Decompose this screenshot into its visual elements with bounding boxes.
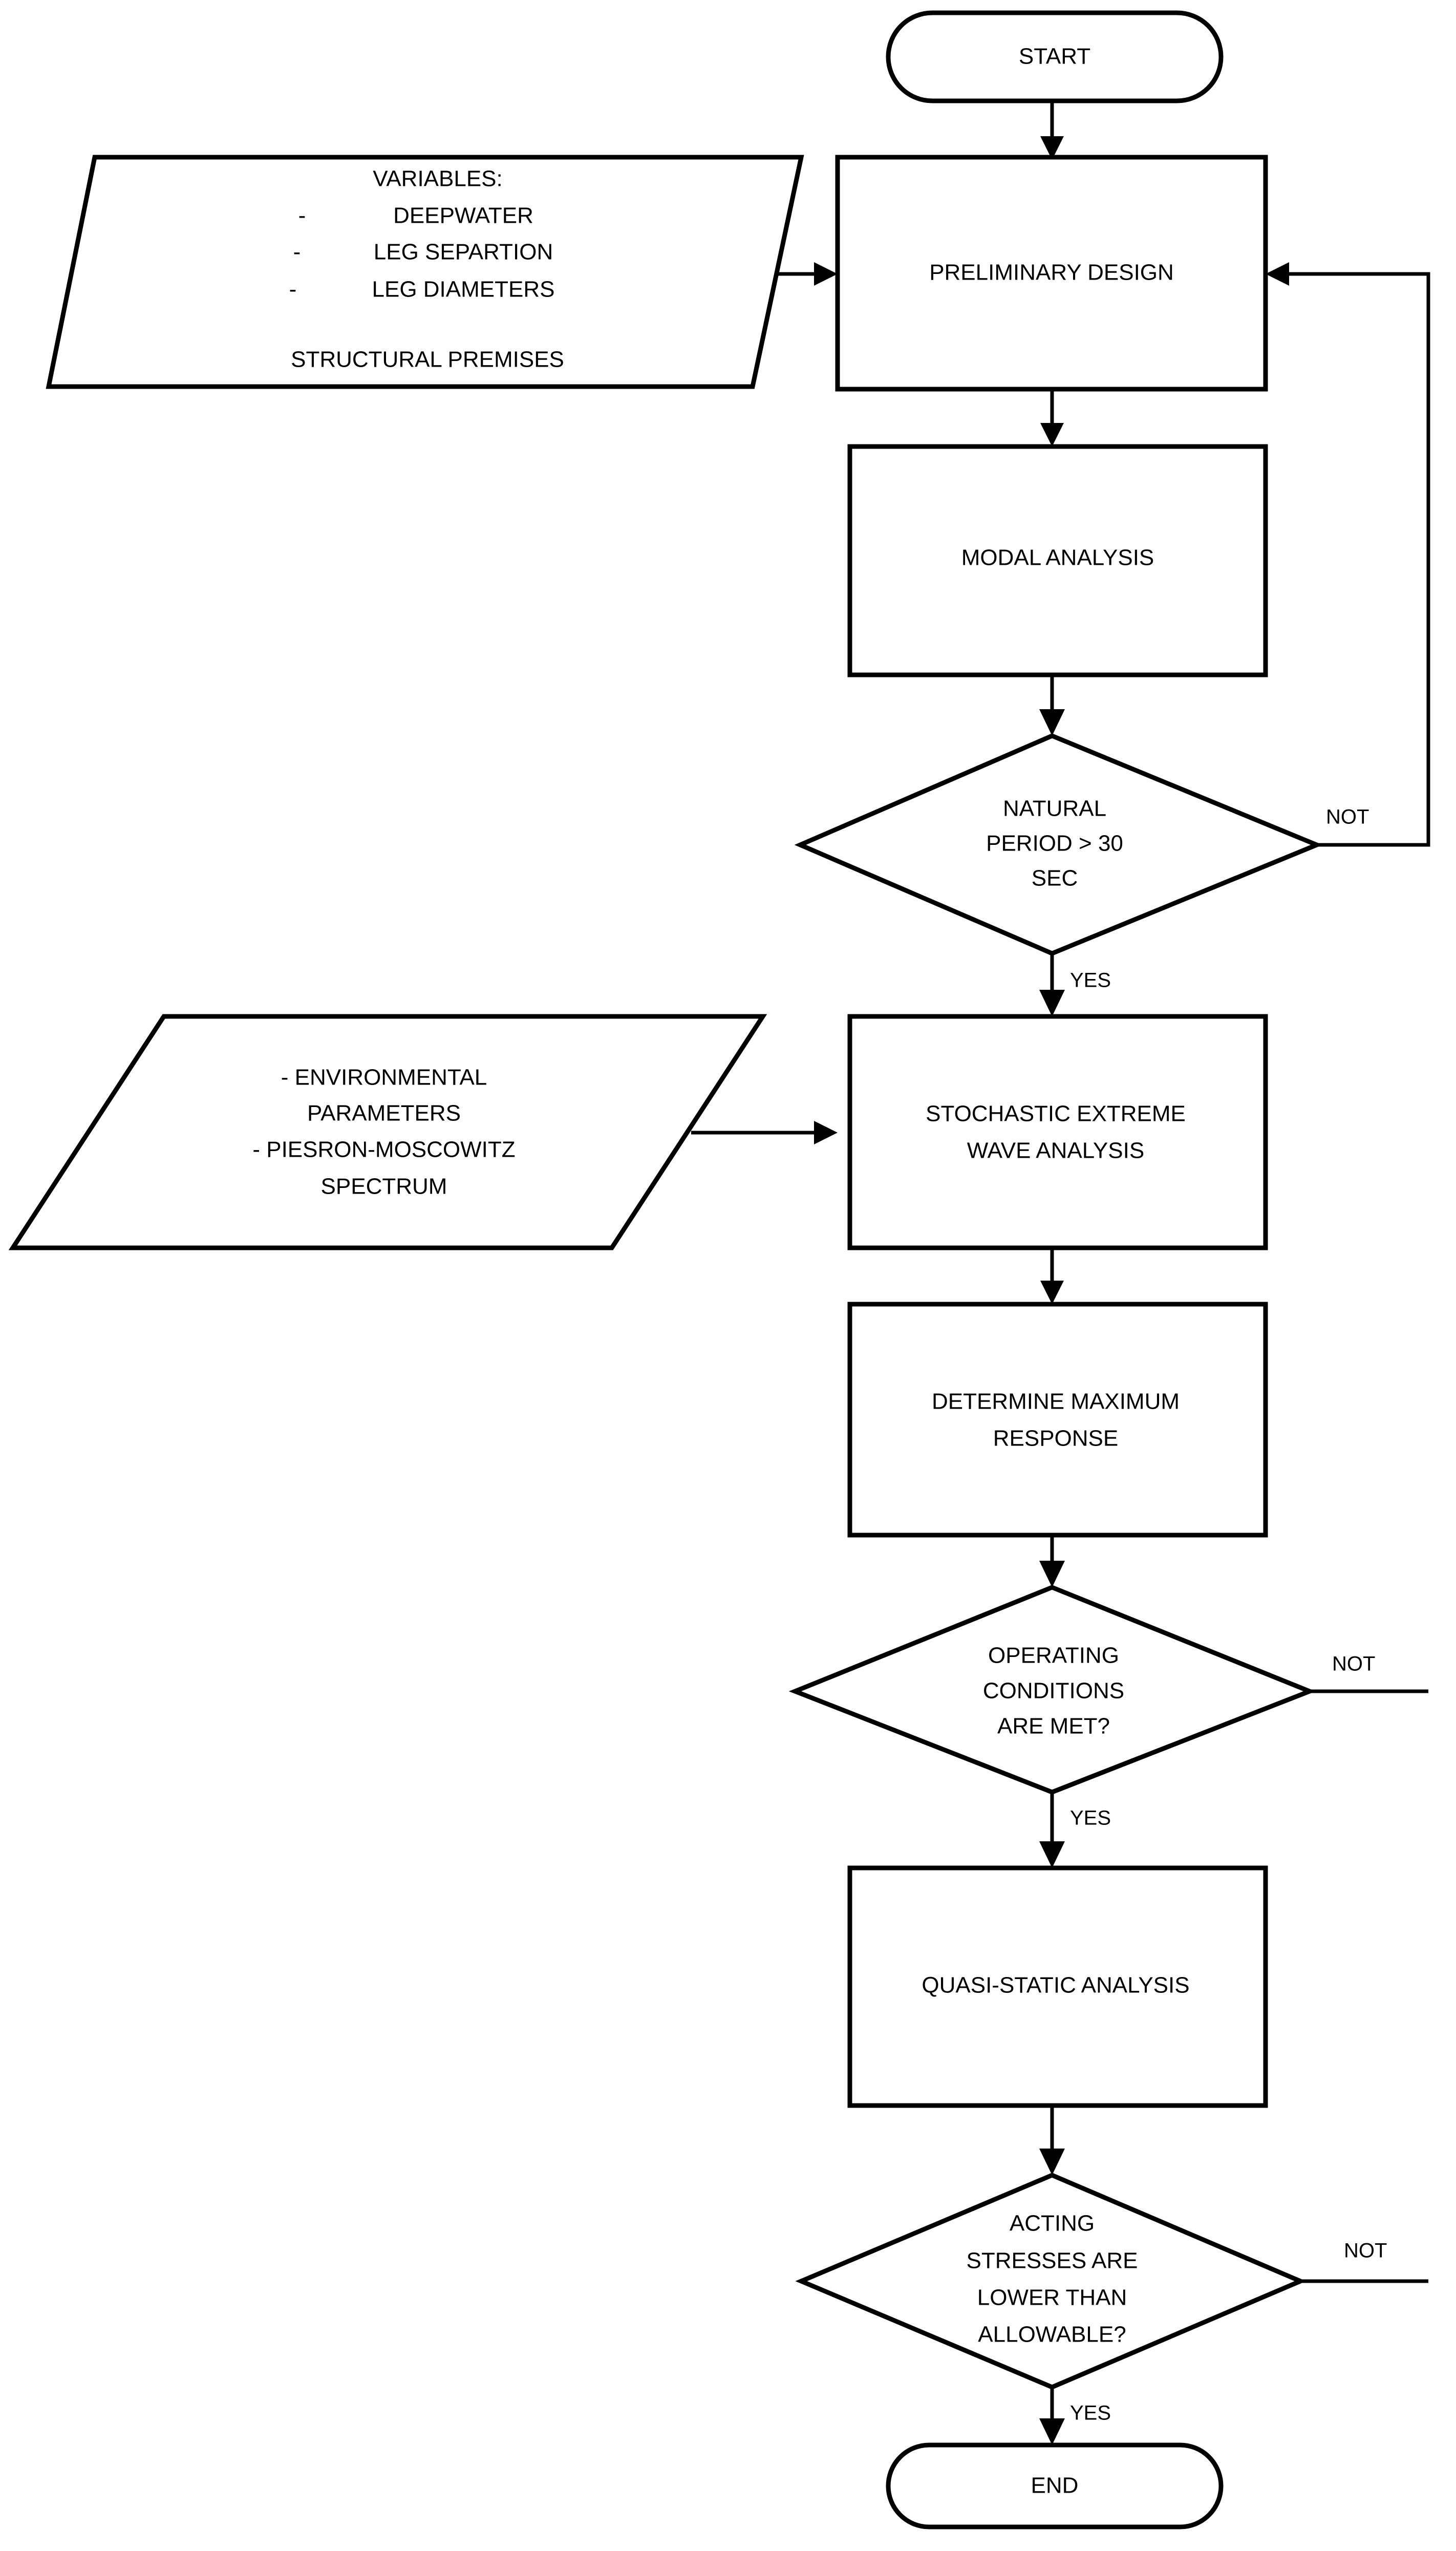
stochastic-wave-line-0: STOCHASTIC EXTREME	[926, 1101, 1186, 1126]
connector-operating-yes	[1039, 1792, 1065, 1868]
structural-premises-parallelogram-shape	[46, 155, 804, 389]
connector-preliminary-to-modal	[1040, 389, 1064, 447]
environmental-inputs-parallelogram-shape	[8, 1014, 767, 1250]
environmental-inputs-line-0: - ENVIRONMENTAL	[281, 1065, 487, 1090]
preliminary-design-label: PRELIMINARY DESIGN	[929, 260, 1174, 285]
edge-label-natural-period-not: NOT	[1326, 806, 1369, 828]
structural-premises-heading: VARIABLES:	[373, 166, 503, 192]
determine-max-response-line-0: DETERMINE MAXIMUM	[932, 1389, 1180, 1414]
node-start[interactable]: START	[886, 10, 1224, 103]
edge-label-acting-stresses-yes: YES	[1070, 2402, 1111, 2425]
connector-modal-to-natural-period	[1039, 675, 1065, 736]
structural-premises-bullet-dash-0: -	[298, 203, 306, 228]
node-quasi-static-analysis[interactable]: QUASI-STATIC ANALYSIS	[847, 1865, 1268, 2108]
preliminary-design-box-shape	[835, 155, 1268, 392]
modal-analysis-box-shape	[847, 444, 1268, 677]
node-stochastic-wave-analysis[interactable]: STOCHASTIC EXTREME WAVE ANALYSIS	[847, 1014, 1268, 1250]
structural-premises-bullet-text-2: LEG DIAMETERS	[372, 277, 555, 302]
determine-max-response-box-shape	[847, 1302, 1268, 1538]
natural-period-line-0: NATURAL	[1003, 796, 1106, 821]
connector-determine-to-operating	[1039, 1535, 1065, 1587]
acting-stresses-line-3: ALLOWABLE?	[978, 2322, 1126, 2347]
stochastic-wave-box-shape	[847, 1014, 1268, 1250]
connector-acting-yes-to-end	[1039, 2387, 1065, 2445]
connector-environmental-to-stochastic	[691, 1121, 838, 1144]
node-preliminary-design[interactable]: PRELIMINARY DESIGN	[835, 155, 1268, 392]
edge-label-acting-stresses-not: NOT	[1344, 2240, 1387, 2262]
node-environmental-inputs[interactable]: - ENVIRONMENTAL PARAMETERS - PIESRON-MOS…	[8, 1014, 767, 1250]
end-terminator-shape	[886, 2442, 1224, 2529]
connector-natural-period-yes	[1039, 953, 1065, 1016]
edge-label-operating-conditions-yes: YES	[1070, 1807, 1111, 1830]
node-operating-conditions-decision[interactable]: OPERATING CONDITIONS ARE MET?	[788, 1585, 1316, 1795]
structural-premises-bullet-text-0: DEEPWATER	[393, 203, 533, 228]
environmental-inputs-line-2: - PIESRON-MOSCOWITZ	[252, 1137, 515, 1162]
structural-premises-bullet-text-1: LEG SEPARTION	[374, 240, 553, 265]
operating-conditions-diamond-shape	[788, 1585, 1316, 1795]
node-modal-analysis[interactable]: MODAL ANALYSIS	[847, 444, 1268, 677]
edge-label-natural-period-yes: YES	[1070, 969, 1111, 992]
natural-period-diamond-shape	[794, 733, 1323, 956]
node-end[interactable]: END	[886, 2442, 1224, 2529]
natural-period-line-1: PERIOD > 30	[986, 831, 1123, 856]
environmental-inputs-line-3: SPECTRUM	[321, 1174, 447, 1199]
natural-period-line-2: SEC	[1032, 866, 1078, 891]
structural-premises-bullet-dash-1: -	[293, 240, 301, 265]
connector-quasi-to-acting	[1039, 2106, 1065, 2175]
node-structural-premises[interactable]: VARIABLES: - DEEPWATER - LEG SEPARTION -…	[46, 155, 804, 389]
structural-premises-bullet-dash-2: -	[289, 277, 297, 302]
end-label: END	[1031, 2473, 1079, 2498]
feedback-loop-natural-period	[1266, 262, 1430, 847]
environmental-inputs-line-1: PARAMETERS	[307, 1101, 461, 1126]
start-terminator-shape	[886, 10, 1224, 103]
modal-analysis-label: MODAL ANALYSIS	[961, 545, 1154, 570]
acting-stresses-diamond-shape	[795, 2173, 1307, 2390]
quasi-static-box-shape	[847, 1865, 1268, 2108]
acting-stresses-line-0: ACTING	[1010, 2211, 1095, 2236]
acting-stresses-line-2: LOWER THAN	[977, 2285, 1127, 2310]
connector-start-to-preliminary	[1040, 101, 1064, 160]
connector-stochastic-to-determine	[1040, 1248, 1064, 1304]
determine-max-response-line-1: RESPONSE	[993, 1426, 1119, 1451]
operating-conditions-line-0: OPERATING	[988, 1643, 1119, 1668]
quasi-static-label: QUASI-STATIC ANALYSIS	[922, 1973, 1189, 1998]
operating-conditions-line-2: ARE MET?	[997, 1714, 1110, 1739]
node-natural-period-decision[interactable]: NATURAL PERIOD > 30 SEC	[794, 733, 1323, 956]
start-label: START	[1019, 44, 1090, 69]
structural-premises-footer: STRUCTURAL PREMISES	[291, 347, 564, 372]
node-determine-max-response[interactable]: DETERMINE MAXIMUM RESPONSE	[847, 1302, 1268, 1538]
edge-label-operating-conditions-not: NOT	[1332, 1653, 1375, 1675]
operating-conditions-line-1: CONDITIONS	[983, 1678, 1124, 1704]
node-acting-stresses-decision[interactable]: ACTING STRESSES ARE LOWER THAN ALLOWABLE…	[795, 2173, 1307, 2390]
stochastic-wave-line-1: WAVE ANALYSIS	[967, 1138, 1144, 1163]
acting-stresses-line-1: STRESSES ARE	[966, 2248, 1138, 2273]
